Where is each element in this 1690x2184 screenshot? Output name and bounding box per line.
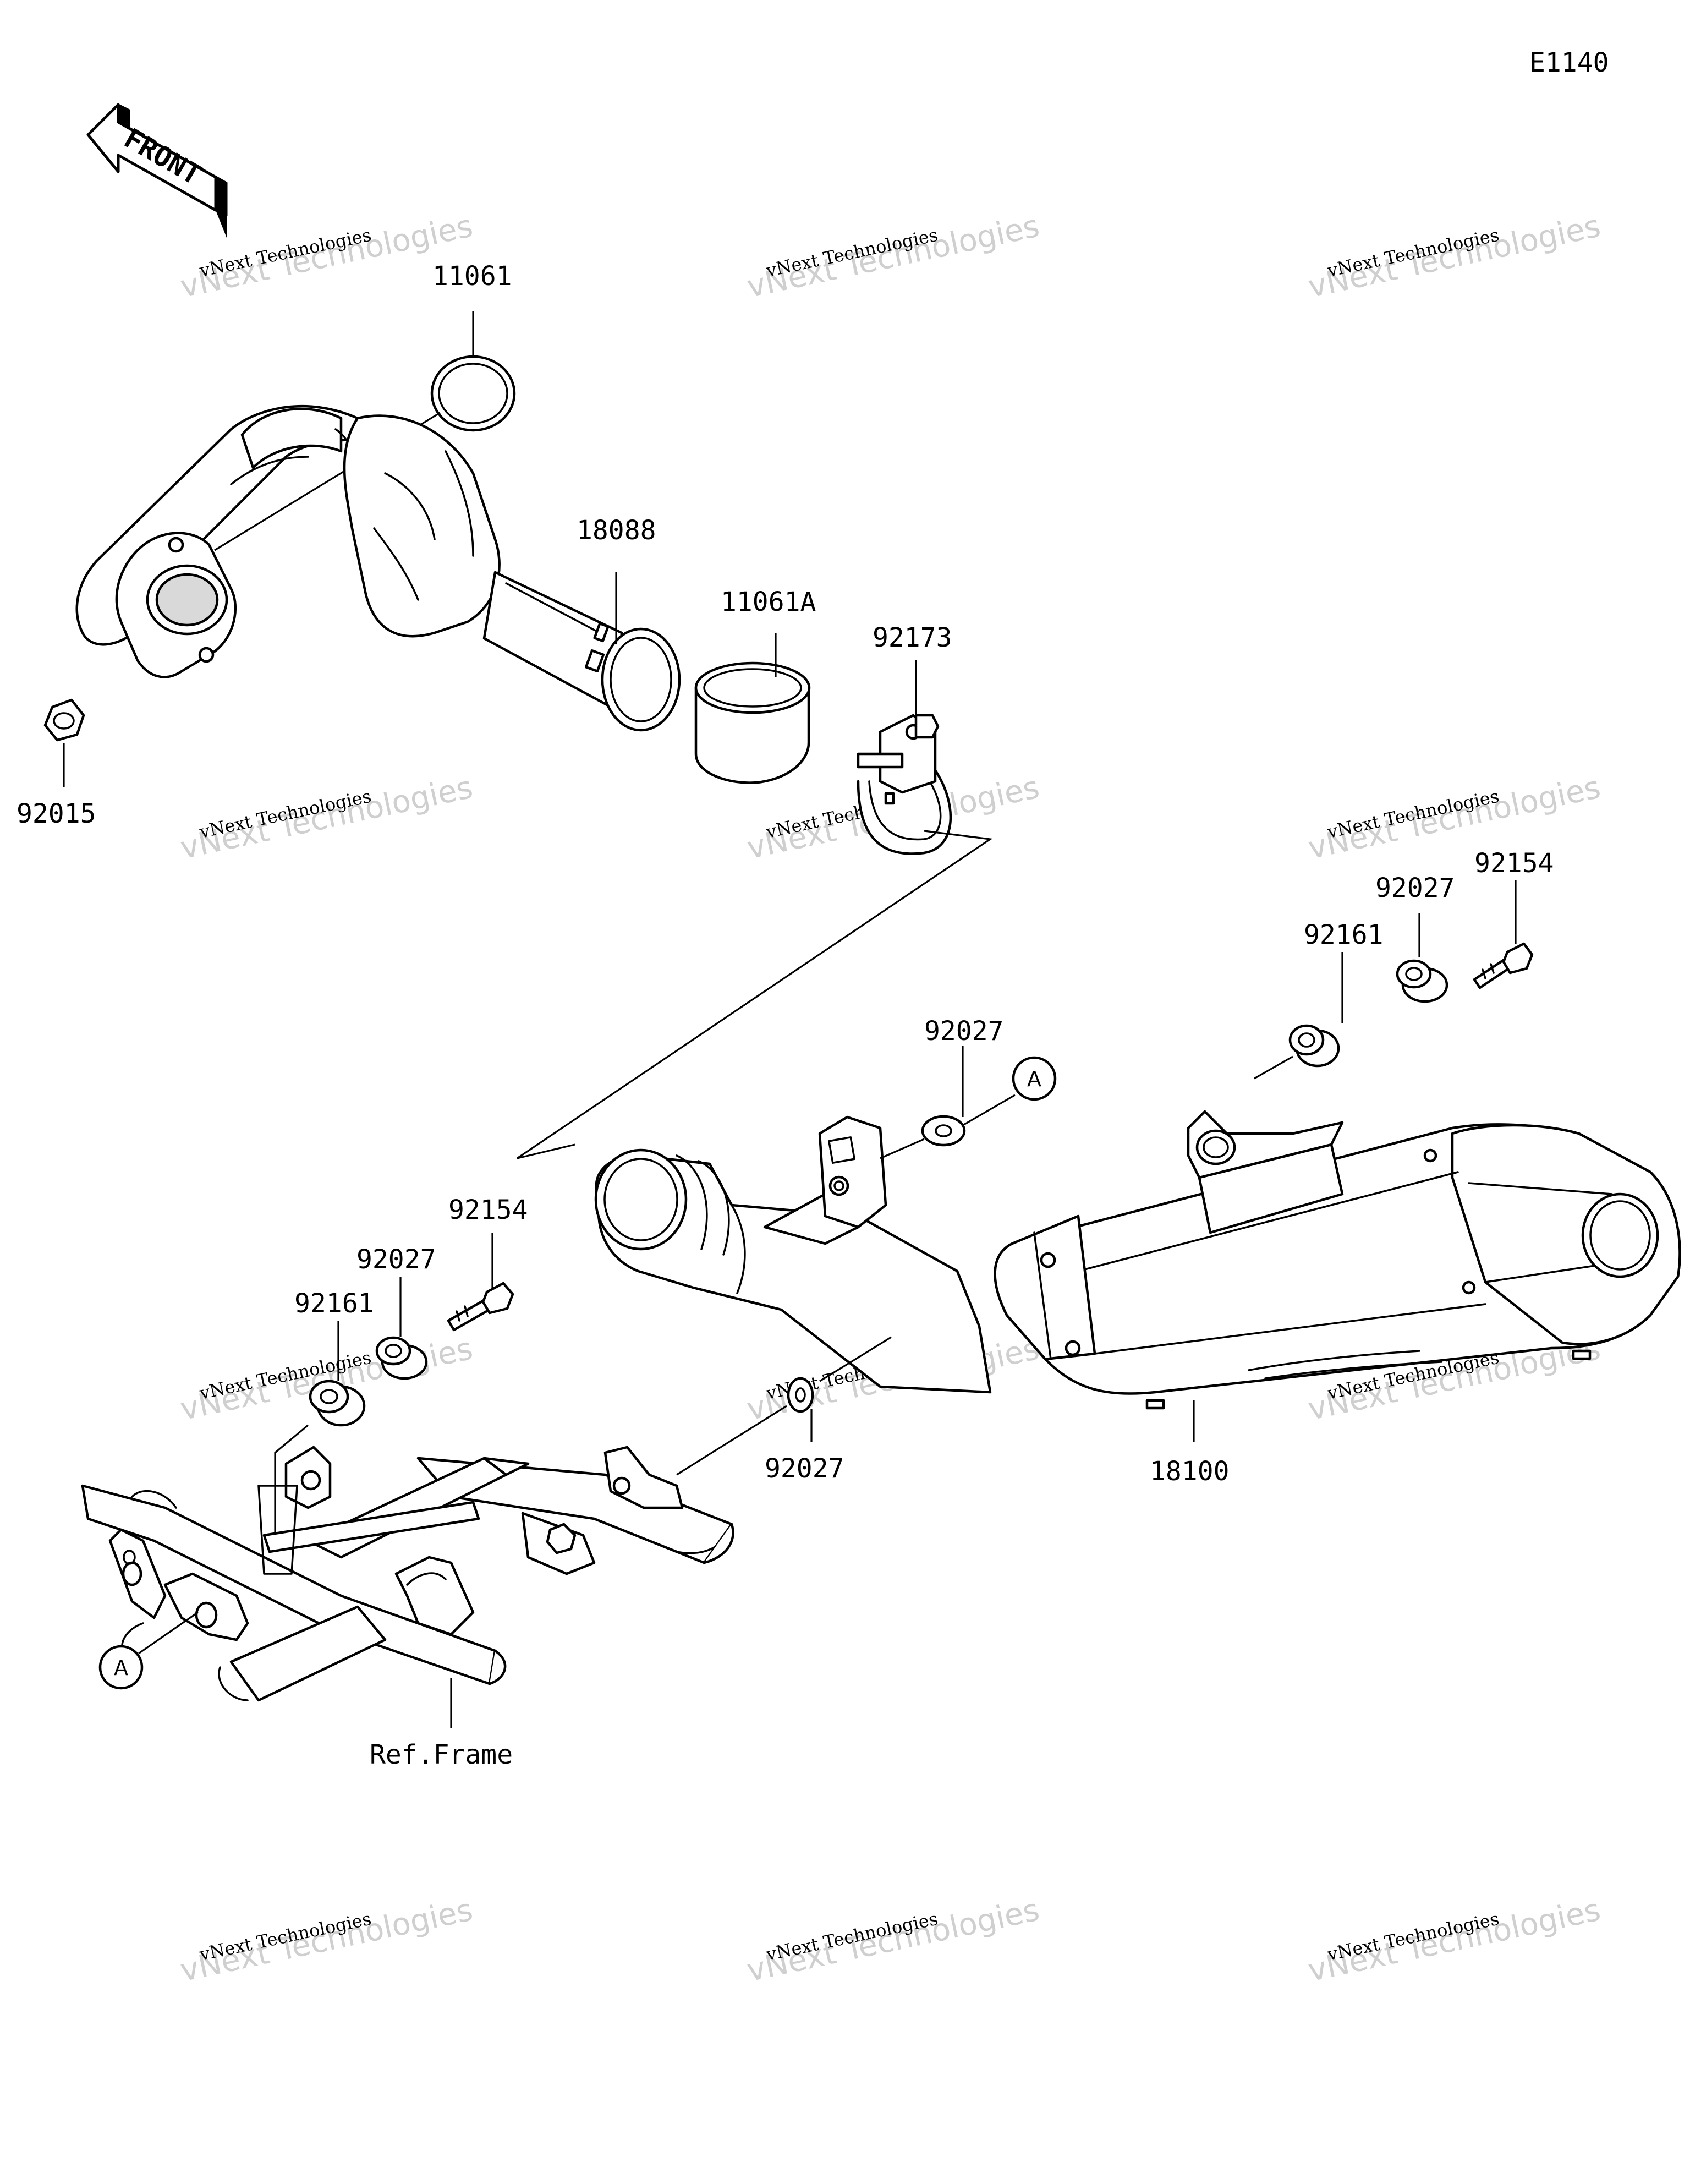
muffler-18100 (594, 1110, 1681, 1410)
bolt-92154-right (1473, 942, 1534, 989)
part-label-92027-lower: 92027 (765, 1453, 844, 1484)
collar-92027-mid (921, 1115, 966, 1147)
leader-line (962, 1094, 1016, 1126)
grommet-92161-right (1288, 1024, 1340, 1068)
ref-frame-label: Ref.Frame (370, 1739, 513, 1770)
part-label-92154-left: 92154 (448, 1195, 528, 1225)
assembly-line (517, 830, 993, 1159)
part-label-92173: 92173 (873, 622, 952, 653)
washer-92027-lower (787, 1377, 814, 1413)
leader-line (880, 1138, 925, 1159)
part-label-11061: 11061 (432, 261, 512, 292)
leader-line (274, 1424, 309, 1541)
leader-line (819, 1336, 892, 1382)
leader-line (138, 1611, 199, 1655)
part-label-92027-mid: 92027 (924, 1016, 1004, 1047)
part-label-92154-right: 92154 (1474, 848, 1554, 879)
ref-marker-a-label: A (1027, 1067, 1041, 1091)
ref-marker-a-top: A (1012, 1056, 1057, 1101)
part-label-11061a: 11061A (721, 587, 816, 617)
leader-line (676, 1405, 787, 1476)
part-label-18088: 18088 (577, 515, 656, 546)
part-label-92015: 92015 (17, 798, 96, 829)
leader-line (1254, 1055, 1293, 1080)
clamp-92173 (857, 714, 952, 855)
part-label-92027-right: 92027 (1375, 873, 1455, 904)
collar-92027-right (1396, 959, 1448, 1003)
bolt-92154-left (447, 1282, 514, 1332)
header-pipe-18088 (75, 404, 681, 732)
frame-reference (81, 1446, 734, 1702)
grommet-92161-left (309, 1380, 366, 1427)
ref-marker-a-bottom: A (98, 1645, 144, 1690)
gasket-11061a (694, 661, 811, 784)
part-label-18100: 18100 (1150, 1456, 1230, 1487)
diagram-code: E1140 (1529, 47, 1609, 78)
ref-marker-a-label: A (114, 1656, 128, 1680)
collar-92027-left (375, 1336, 428, 1380)
part-label-92027-left: 92027 (356, 1244, 436, 1275)
part-label-92161-right: 92161 (1304, 919, 1384, 950)
part-label-92161-left: 92161 (294, 1288, 374, 1319)
gasket-11061 (430, 355, 516, 432)
nut-92015 (43, 698, 85, 742)
front-arrow-icon: FRONT (86, 103, 228, 238)
